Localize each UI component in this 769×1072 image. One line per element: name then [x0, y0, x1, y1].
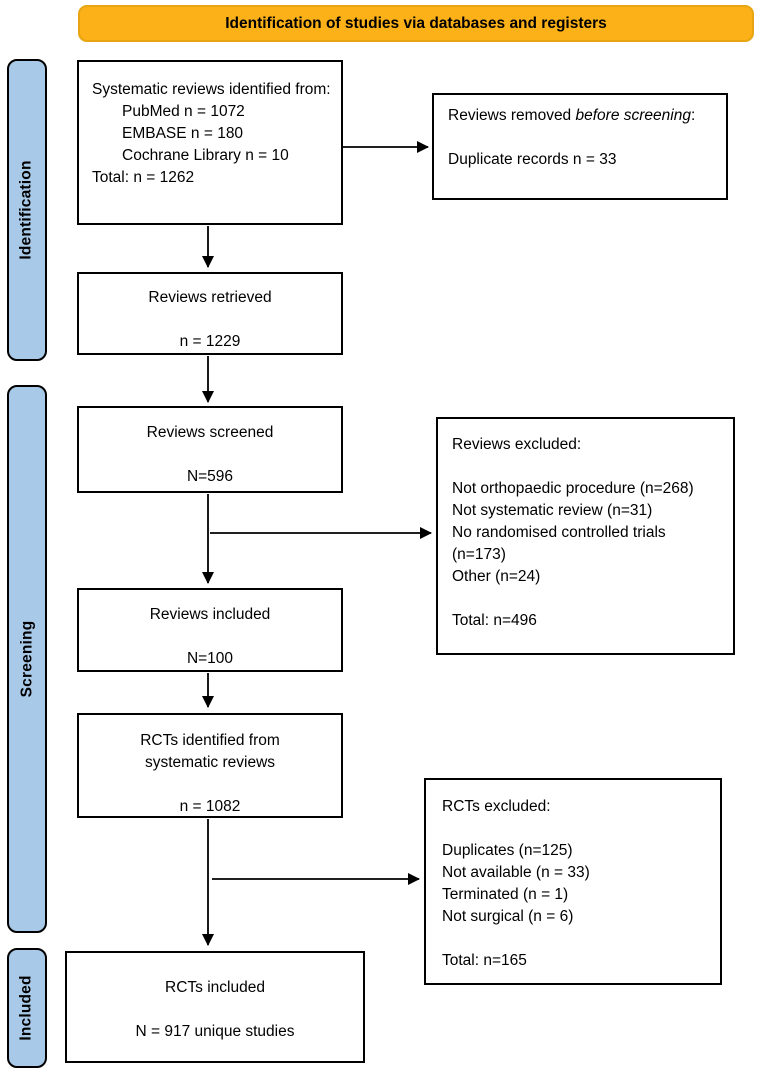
screened-count: N=596	[186, 468, 234, 485]
rcts-excluded-title: RCTs excluded:	[442, 798, 551, 815]
stage-identification-text: Identification	[18, 160, 35, 260]
stage-label-screening: Screening	[7, 385, 47, 933]
removed-title: Reviews removed before screening:	[448, 107, 696, 124]
box-reviews-excluded: Reviews excluded: Not orthopaedic proced…	[436, 417, 735, 655]
retrieved-count: n = 1229	[179, 333, 241, 350]
retrieved-title: Reviews retrieved	[148, 289, 272, 306]
reason-not-available: Not available (n = 33)	[442, 864, 590, 881]
sr-identified-intro: Systematic reviews identified from:	[92, 81, 331, 98]
reviews-excluded-reasons: Not orthopaedic procedure (n=268) Not sy…	[452, 478, 706, 588]
spacer	[442, 818, 710, 840]
reason-not-orthopaedic: Not orthopaedic procedure (n=268)	[452, 480, 694, 497]
rcts-included-title: RCTs included	[165, 979, 265, 996]
box-rcts-excluded: RCTs excluded: Duplicates (n=125) Not av…	[424, 778, 722, 985]
rcts-included-count: N = 917 unique studies	[135, 1023, 295, 1040]
reason-not-surgical: Not surgical (n = 6)	[442, 908, 574, 925]
removed-duplicates: Duplicate records n = 33	[448, 151, 617, 168]
stage-included-text: Included	[18, 975, 36, 1041]
stage-label-included: Included	[7, 948, 47, 1068]
banner-title: Identification of studies via databases …	[225, 14, 607, 32]
box-reviews-screened: Reviews screened N=596	[77, 406, 343, 493]
box-reviews-removed-before-screening: Reviews removed before screening: Duplic…	[432, 93, 728, 200]
stage-label-identification: Identification	[7, 59, 47, 361]
reviews-excluded-title: Reviews excluded:	[452, 436, 582, 453]
stage-screening-text: Screening	[18, 620, 35, 698]
box-rcts-identified: RCTs identified from systematic reviews …	[77, 713, 343, 818]
rcts-excluded-reasons: Duplicates (n=125) Not available (n = 33…	[442, 840, 710, 928]
reason-not-systematic-review: Not systematic review (n=31)	[452, 502, 653, 519]
box-reviews-included: Reviews included N=100	[77, 588, 343, 672]
reviews-included-count: N=100	[186, 650, 234, 667]
box-systematic-reviews-identified: Systematic reviews identified from: PubM…	[77, 60, 343, 225]
spacer	[448, 127, 716, 149]
reviews-excluded-total: Total: n=496	[452, 612, 537, 629]
sr-source-cochrane: Cochrane Library n = 10	[122, 147, 289, 164]
spacer	[452, 456, 723, 478]
reason-duplicates: Duplicates (n=125)	[442, 842, 573, 859]
reason-other: Other (n=24)	[452, 568, 541, 585]
box-reviews-retrieved: Reviews retrieved n = 1229	[77, 272, 343, 355]
banner-identification-of-studies: Identification of studies via databases …	[78, 5, 754, 42]
reviews-included-title: Reviews included	[149, 606, 271, 623]
box-rcts-included: RCTs included N = 917 unique studies	[65, 951, 365, 1063]
sr-source-embase: EMBASE n = 180	[122, 125, 244, 142]
sr-source-pubmed: PubMed n = 1072	[122, 103, 245, 120]
rcts-identified-title: RCTs identified from systematic reviews	[140, 732, 280, 771]
spacer	[442, 928, 710, 950]
reason-no-rcts: No randomised controlled trials (n=173)	[452, 524, 666, 563]
sr-identified-total: Total: n = 1262	[92, 169, 195, 186]
reason-terminated: Terminated (n = 1)	[442, 886, 569, 903]
rcts-excluded-total: Total: n=165	[442, 952, 527, 969]
spacer	[452, 588, 723, 610]
screened-title: Reviews screened	[146, 424, 274, 441]
rcts-identified-count: n = 1082	[179, 798, 241, 815]
